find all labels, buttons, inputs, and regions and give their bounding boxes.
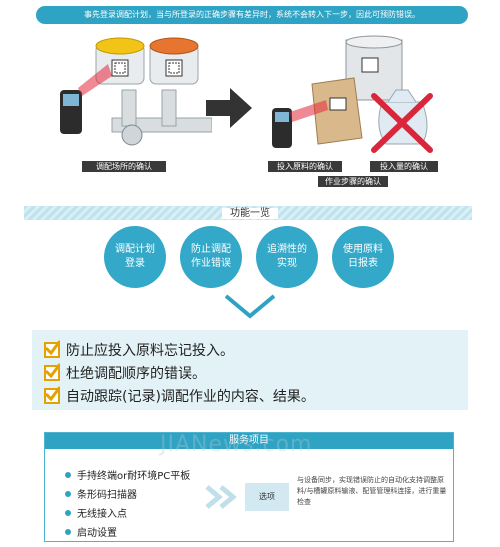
benefit-text: 自动跟踪(记录)调配作业的内容、结果。 (66, 389, 315, 405)
benefit-item: 自动跟踪(记录)调配作业的内容、结果。 (44, 386, 315, 406)
service-item: 无线接入点 (65, 505, 127, 520)
bullet-icon (65, 490, 71, 497)
caption-material-check: 投入原料的确认 (268, 161, 342, 172)
benefits-panel (32, 330, 468, 410)
right-arrow-icon (206, 88, 252, 128)
mixing-station-illustration (60, 37, 212, 146)
checkbox-icon (44, 340, 60, 358)
feature-error-prevention: 防止调配作业错误 (180, 226, 242, 288)
service-item: 启动设置 (65, 524, 117, 539)
service-text: 条形码扫描器 (77, 490, 137, 501)
checkbox-icon (44, 386, 60, 404)
feature-traceability: 追溯性的实现 (256, 226, 318, 288)
top-banner: 事先登录调配计划，当与所登录的正确步骤有差异时，系统不会转入下一步，因此可预防错… (36, 6, 468, 24)
chevron-down-icon (224, 294, 276, 319)
checkbox-icon (44, 363, 60, 381)
double-chevron-right-icon (205, 485, 237, 509)
service-text: 手持终端or耐环境PC平板 (77, 471, 191, 482)
services-title: 服务项目 (45, 433, 453, 449)
bullet-icon (65, 509, 71, 516)
features-title: 功能一览 (0, 204, 500, 219)
caption-mixing-location: 调配场所的确认 (82, 161, 166, 172)
bullet-icon (65, 528, 71, 535)
service-item: 条形码扫描器 (65, 486, 137, 501)
services-panel: 服务项目 手持终端or耐环境PC平板 条形码扫描器 无线接入点 启动设置 选项 … (44, 432, 454, 542)
option-description: 与设备同步，实现错误防止的自动化支持调整原料/与槽罐原料输液、配管管理科连接，进… (297, 476, 447, 506)
material-check-illustration (272, 35, 433, 153)
benefit-item: 杜绝调配顺序的错误。 (44, 363, 206, 383)
watermark: JIANews.com (160, 432, 313, 457)
benefit-item: 防止应投入原料忘记投入。 (44, 340, 234, 360)
bullet-icon (65, 471, 71, 478)
benefit-text: 杜绝调配顺序的错误。 (66, 366, 206, 382)
feature-daily-report: 使用原料日报表 (332, 226, 394, 288)
service-text: 启动设置 (77, 528, 117, 539)
feature-plan-registration: 调配计划登录 (104, 226, 166, 288)
caption-step-check: 作业步骤的确认 (318, 176, 388, 187)
service-item: 手持终端or耐环境PC平板 (65, 467, 190, 482)
option-label: 选项 (245, 483, 289, 511)
caption-amount-check: 投入量的确认 (370, 161, 438, 172)
service-text: 无线接入点 (77, 509, 127, 520)
benefit-text: 防止应投入原料忘记投入。 (66, 343, 234, 359)
